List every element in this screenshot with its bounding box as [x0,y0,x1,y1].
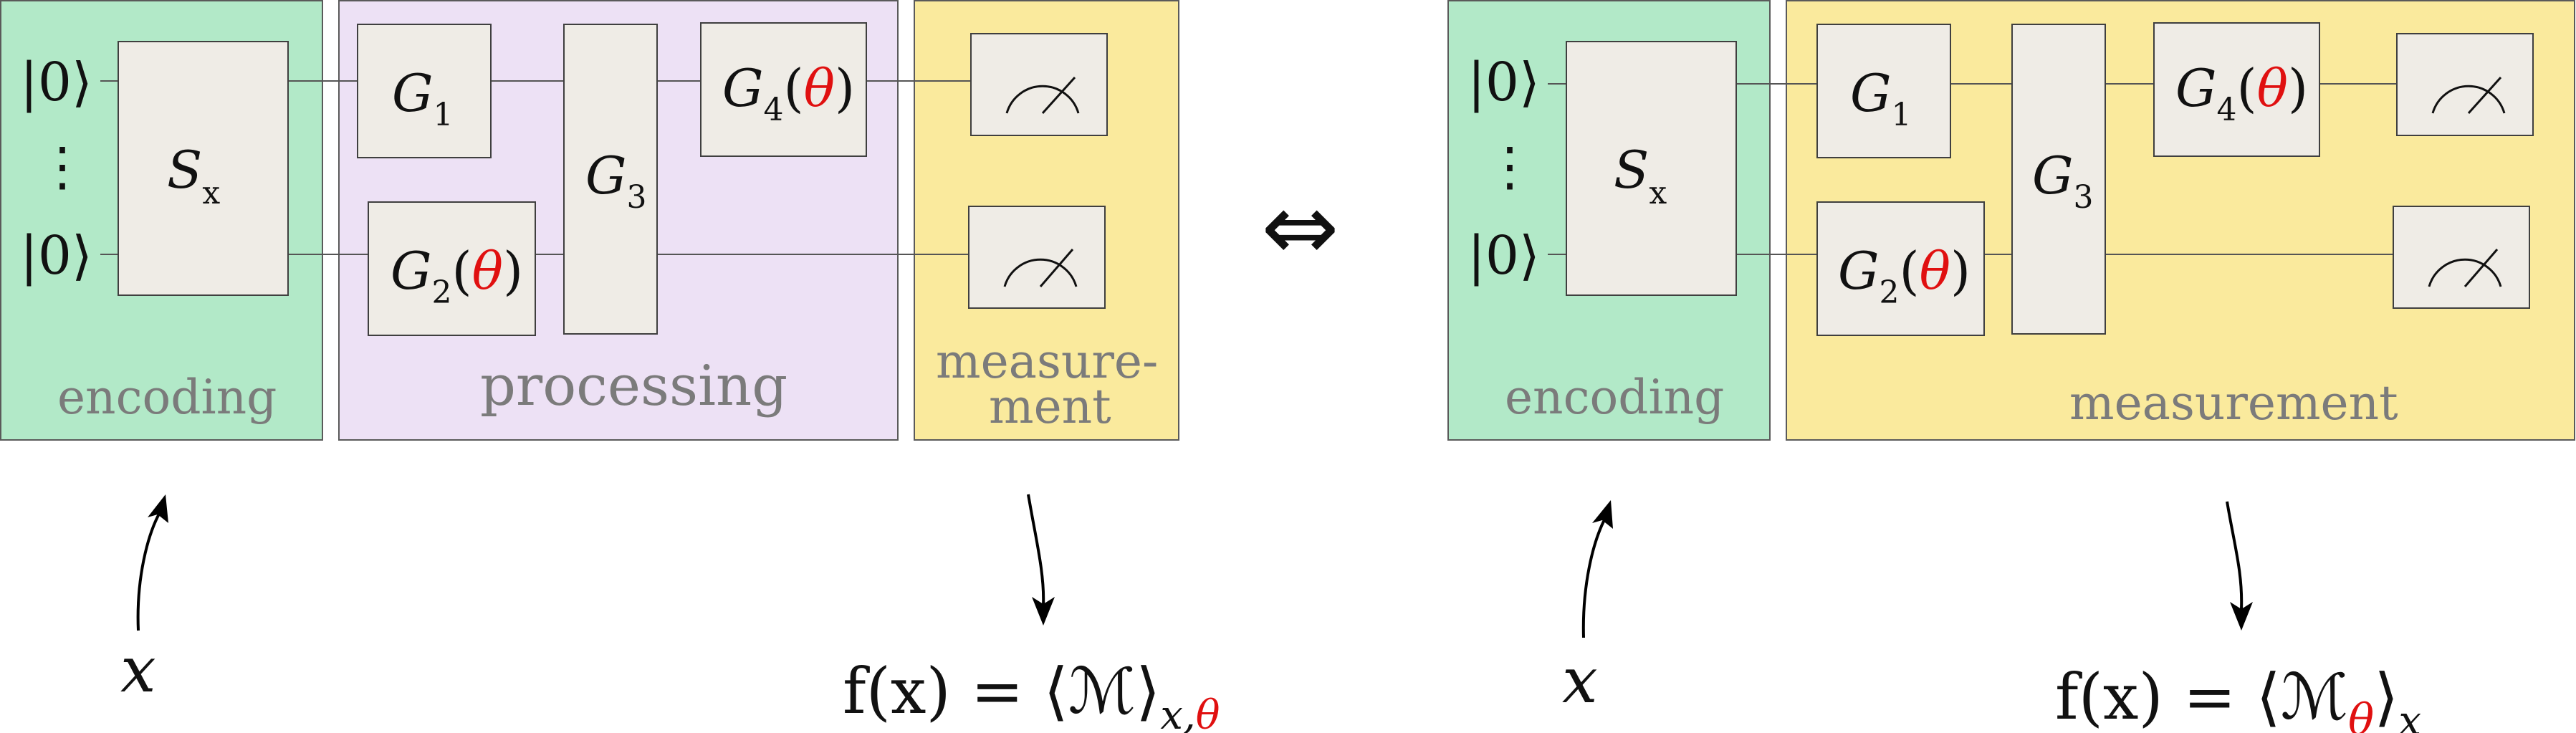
left-output-arrowhead [1032,597,1055,626]
left-output-formula: f(x) = ⟨ℳ⟩x,θ [843,654,1220,733]
right-measurement-label: measurement [2069,375,2398,431]
right-gate-g1 [1816,24,1951,158]
right-gate-g4-label: G4(θ) [2175,58,2308,128]
left-gate-g1 [357,24,492,158]
left-gate-s-x [118,41,289,296]
left-output-arrow [1027,494,1045,606]
right-ket-bottom: |0⟩ [1467,225,1540,287]
right-gate-g2-label: G2(θ) [1838,241,1971,311]
left-input-x: x [120,633,156,706]
left-processing-label: processing [480,354,787,418]
right-output-arrow [2226,501,2244,610]
left-ellipsis: ⋮ [36,136,89,198]
right-output-arrowhead [2230,602,2253,631]
right-encoding-label: encoding [1505,370,1724,425]
left-meter-bottom-icon [968,206,1106,309]
right-input-arrowhead [1592,500,1613,529]
left-gate-g2 [368,201,536,336]
left-gate-s-x-label: Sx [167,140,220,211]
left-gate-g3-label: G3 [585,145,647,216]
right-gate-g4 [2153,22,2320,157]
left-ket-bottom: |0⟩ [20,225,92,287]
right-output-formula: f(x) = ⟨ℳθ⟩x [2055,660,2421,733]
right-input-arrow [1581,514,1609,638]
right-ket-top: |0⟩ [1467,52,1540,113]
right-meter-bottom-icon [2393,206,2530,309]
right-gate-s-x-label: Sx [1614,140,1667,211]
left-input-arrowhead [148,494,168,523]
left-circuit: |0⟩ ⋮ |0⟩ Sx G1 G2(θ) G3 G4(θ) [0,0,1220,733]
right-gate-g1-label: G1 [1850,63,1912,133]
right-meter-top-icon [2396,33,2534,136]
left-gate-g2-label: G2(θ) [391,241,523,311]
left-gate-g4 [700,22,867,157]
left-input-arrow [136,507,163,631]
right-gate-g2 [1816,201,1985,336]
left-gate-g3 [563,24,658,335]
right-gate-s-x [1566,41,1737,296]
right-input-x: x [1562,643,1598,717]
right-gate-g3-label: G3 [2032,145,2094,216]
left-measurement-label-line1: measure- [936,334,1158,389]
left-meter-top-icon [970,33,1108,136]
right-gate-g3 [2011,24,2106,335]
left-gate-g1-label: G1 [392,63,454,133]
right-circuit: |0⟩ ⋮ |0⟩ Sx G1 G2(θ) G3 G4(θ) [1447,0,2575,733]
equivalence-symbol: ⇔ [1261,173,1339,282]
left-measurement-label-line2: ment [989,379,1111,434]
left-gate-g4-label: G4(θ) [722,58,855,128]
right-ellipsis: ⋮ [1483,136,1536,198]
left-encoding-label: encoding [57,370,277,425]
left-ket-top: |0⟩ [20,52,92,113]
